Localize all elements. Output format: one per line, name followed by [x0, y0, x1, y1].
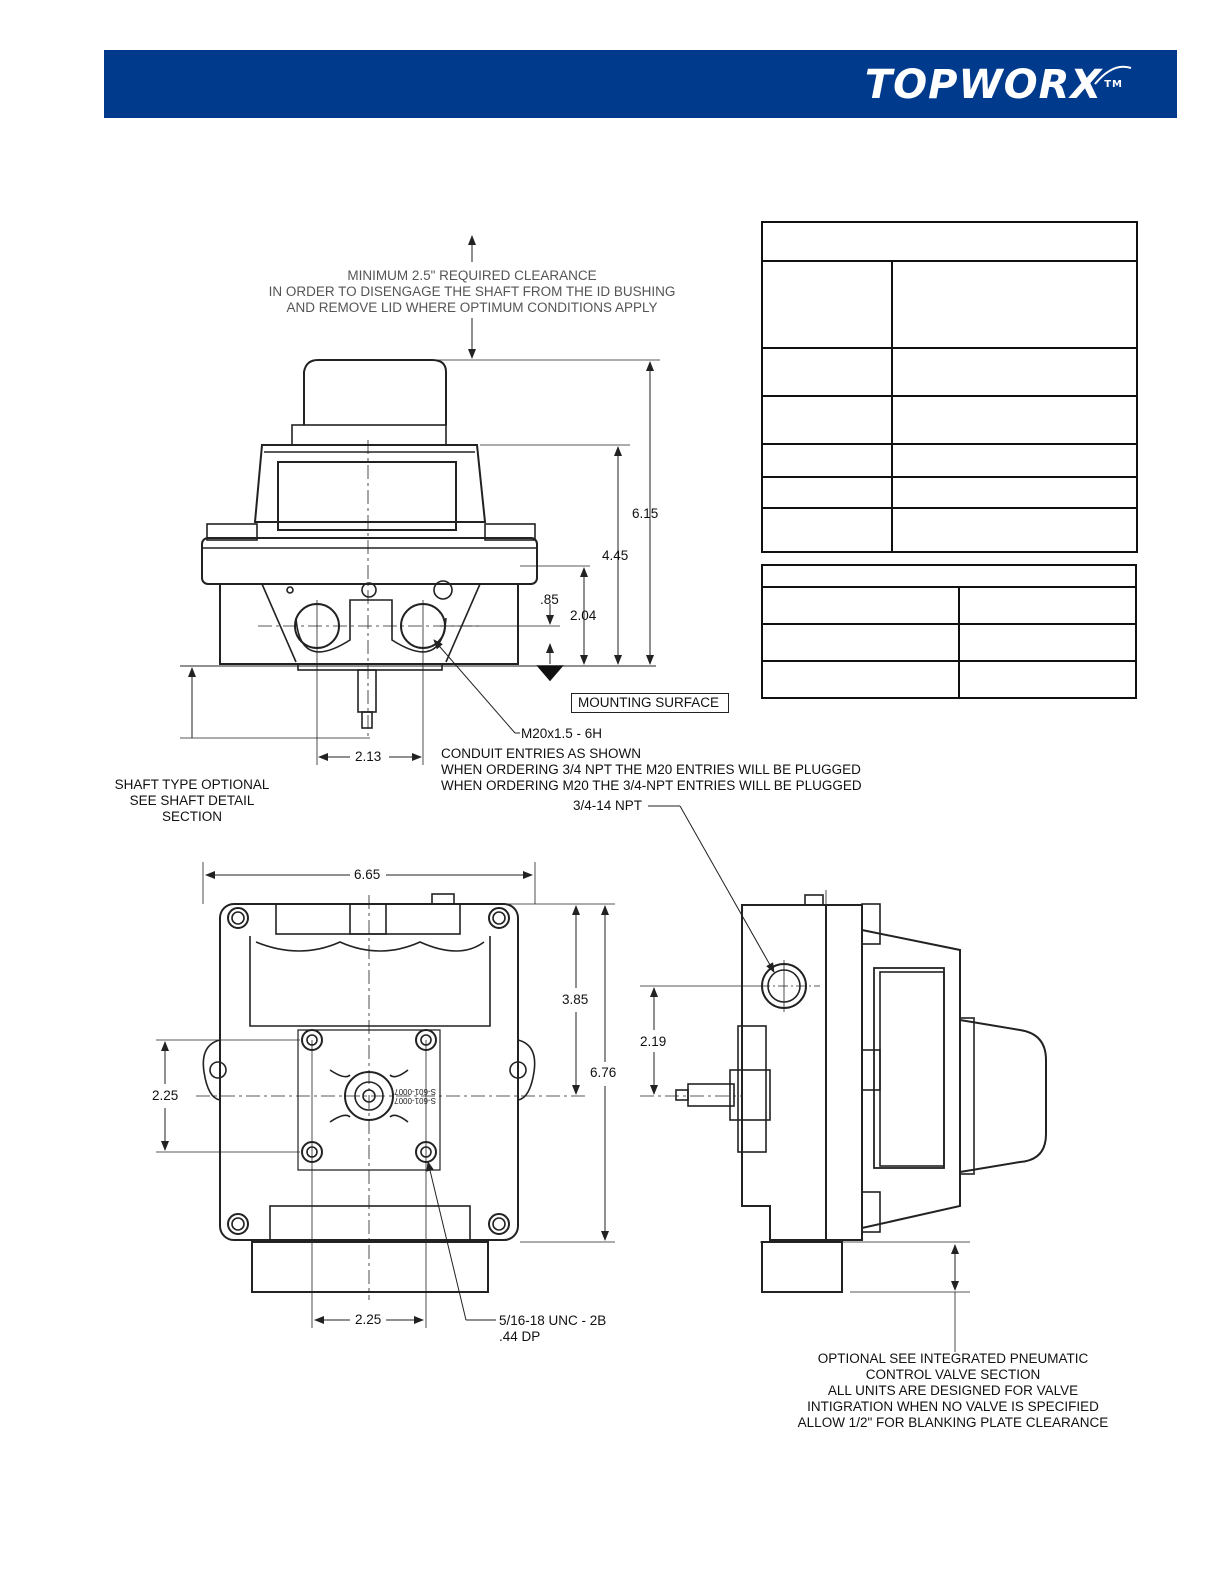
- dim-bolt-horizontal: 2.25: [355, 1312, 382, 1327]
- conduit-note-line: WHEN ORDERING 3/4 NPT THE M20 ENTRIES WI…: [441, 762, 861, 777]
- clearance-note: MINIMUM 2.5" REQUIRED CLEARANCE IN ORDER…: [250, 268, 694, 316]
- npt-label: 3/4-14 NPT: [573, 798, 643, 813]
- table-cell: [891, 347, 1138, 397]
- valve-note: OPTIONAL SEE INTEGRATED PNEUMATIC CONTRO…: [780, 1351, 1126, 1431]
- clearance-note-line: IN ORDER TO DISENGAGE THE SHAFT FROM THE…: [268, 284, 676, 299]
- table-cell: [761, 221, 1138, 262]
- table-cell: [761, 564, 1137, 588]
- table-cell: [958, 623, 1137, 662]
- shaft-note: SHAFT TYPE OPTIONAL SEE SHAFT DETAIL SEC…: [100, 777, 284, 825]
- valve-note-line: ALL UNITS ARE DESIGNED FOR VALVE: [827, 1383, 1079, 1398]
- table-cell: [761, 623, 960, 662]
- thread-note-line: 5/16-18 UNC - 2B: [499, 1313, 607, 1328]
- dim-width: 6.65: [354, 867, 381, 882]
- table-cell: [761, 476, 893, 509]
- front-view: [180, 235, 660, 765]
- logo-swoosh-icon: [1094, 65, 1132, 85]
- shaft-note-line: SHAFT TYPE OPTIONAL: [114, 777, 270, 792]
- dim-conduit-offset: .85: [540, 592, 559, 607]
- trademark: TM: [1104, 79, 1123, 90]
- valve-note-line: INTIGRATION WHEN NO VALVE IS SPECIFIED: [807, 1399, 1099, 1414]
- clearance-note-line: AND REMOVE LID WHERE OPTIMUM CONDITIONS …: [286, 300, 658, 315]
- valve-note-line: CONTROL VALVE SECTION: [865, 1367, 1041, 1382]
- conduit-size-label: M20x1.5 - 6H: [521, 726, 603, 741]
- dim-npt-height: 2.19: [640, 1034, 667, 1049]
- thread-note-line: .44 DP: [499, 1329, 541, 1344]
- brand-name: TOPWORX: [864, 62, 1103, 108]
- table-cell: [958, 660, 1137, 699]
- shaft-note-line: SEE SHAFT DETAIL: [129, 793, 255, 808]
- dim-top-to-center: 3.85: [562, 992, 589, 1007]
- table-cell: [891, 260, 1138, 349]
- table-cell: [958, 586, 1137, 625]
- side-view: [640, 805, 1047, 1352]
- table-cell: [891, 443, 1138, 478]
- table-cell: [761, 347, 893, 397]
- table-cell: [761, 395, 893, 445]
- valve-note-line: ALLOW 1/2" FOR BLANKING PLATE CLEARANCE: [797, 1415, 1109, 1430]
- table-cell: [761, 507, 893, 553]
- table-cell: [891, 507, 1138, 553]
- dim-body-height: 4.45: [602, 548, 629, 563]
- thread-note: 5/16-18 UNC - 2B .44 DP: [499, 1313, 606, 1345]
- table-cell: [761, 660, 960, 699]
- spec-table-top: [761, 221, 1138, 553]
- dim-bolt-vertical: 2.25: [152, 1088, 179, 1103]
- mounting-surface-label: MOUNTING SURFACE: [571, 693, 729, 713]
- spec-table-bottom: [761, 564, 1137, 699]
- table-cell: [891, 476, 1138, 509]
- table-cell: [761, 260, 893, 349]
- conduit-note-line: WHEN ORDERING M20 THE 3/4-NPT ENTRIES WI…: [441, 778, 862, 793]
- svg-text:S-601-0007: S-601-0007: [394, 1096, 436, 1105]
- conduit-note-line: CONDUIT ENTRIES AS SHOWN: [441, 746, 642, 761]
- clearance-note-line: MINIMUM 2.5" REQUIRED CLEARANCE: [347, 268, 597, 283]
- dim-conduit-spacing: 2.13: [355, 749, 382, 764]
- table-cell: [761, 443, 893, 478]
- valve-note-line: OPTIONAL SEE INTEGRATED PNEUMATIC: [817, 1351, 1089, 1366]
- table-cell: [761, 586, 960, 625]
- dim-overall-depth: 6.76: [590, 1065, 617, 1080]
- dim-conduit-height: 2.04: [570, 608, 597, 623]
- shaft-note-line: SECTION: [161, 809, 222, 824]
- svg-text:S-601-0007: S-601-0007: [394, 1087, 436, 1096]
- dim-overall-height: 6.15: [632, 506, 659, 521]
- conduit-note: CONDUIT ENTRIES AS SHOWN WHEN ORDERING 3…: [441, 746, 862, 794]
- table-cell: [891, 395, 1138, 445]
- bottom-view: S-601-0007 S-601-0007: [156, 862, 615, 1328]
